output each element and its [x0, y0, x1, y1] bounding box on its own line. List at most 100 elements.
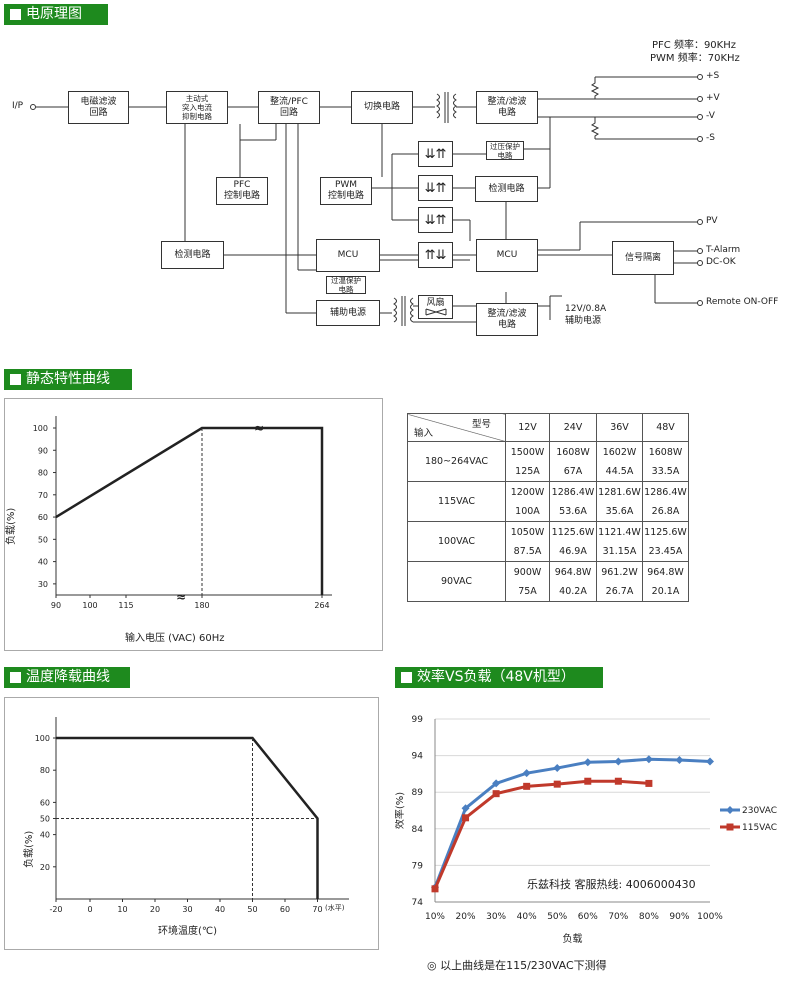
y-tick-label: 40 [40, 831, 50, 840]
signal-remote-on-off: Remote ON-OFF [706, 297, 779, 307]
x-tick-label: 115 [118, 601, 133, 610]
x-tick-label: 180 [194, 601, 209, 610]
table-corner-cell: 型号 输入 [407, 413, 506, 442]
x-tick-label: 10 [117, 905, 127, 914]
col-header: 48V [642, 413, 689, 442]
y-tick-label: 60 [40, 798, 50, 807]
x-tick-label: 70 [312, 905, 322, 914]
optocoupler-icon: ⇊⇈ [418, 141, 453, 167]
section-header-block-diagram: 电原理图 [4, 4, 108, 25]
optocoupler-icon: ⇊⇈ [418, 175, 453, 201]
mcu-primary-block: MCU [316, 239, 380, 272]
row-input-cell: 90VAC [407, 561, 506, 602]
x-tick-label: -20 [49, 905, 62, 914]
data-point [492, 779, 501, 788]
detect-out-block: 检测电路 [475, 176, 538, 202]
y-tick-label: 99 [412, 715, 424, 725]
y-tick-label: 20 [40, 863, 50, 872]
y-tick-label: 89 [412, 788, 424, 798]
otp-block: 过温保护 电路 [326, 276, 366, 294]
axis-break-icon: ≈ [254, 421, 264, 435]
table-cell: 1200W 100A [505, 481, 550, 522]
x-axis-title: 负载 [563, 932, 583, 945]
x-tick-label: 30% [486, 912, 506, 922]
section-title: 效率VS负载（48V机型） [417, 669, 575, 685]
cell-watts: 1281.6W [598, 486, 641, 498]
x-tick-label: 90 [51, 601, 61, 610]
block-diagram-wires [30, 74, 703, 326]
cell-amps: 75A [518, 585, 537, 597]
cell-amps: 31.15A [602, 545, 637, 557]
cell-watts: 1286.4W [551, 486, 595, 498]
data-point [553, 780, 561, 788]
load-curve [55, 426, 324, 595]
x-tick-label: 100% [697, 912, 723, 922]
cell-watts: 1200W [510, 486, 545, 498]
signal-isolation-block: 信号隔离 [612, 241, 674, 275]
switch-block: 切换电路 [351, 91, 413, 124]
cell-watts: 1125.6W [551, 526, 595, 538]
x-tick-label: 90% [669, 912, 689, 922]
inrush-limit-block: 主动式 突入电流 抑制电路 [166, 91, 228, 124]
ovp-block: 过压保护 电路 [486, 141, 524, 160]
cell-amps: 26.7A [605, 585, 634, 597]
y-tick-label: 80 [38, 469, 48, 478]
fan-block: 风扇 [418, 295, 453, 319]
optocoupler-icon: ⇈⇊ [418, 242, 453, 268]
block-diagram: PFC 频率：90KHz PWM 频率：70KHz I/P 电磁滤波 回路 主动… [0, 30, 785, 350]
x-tick-label: 60 [280, 905, 290, 914]
x-tick-label: 40% [517, 912, 537, 922]
fan-label: 风扇 [426, 297, 445, 308]
cell-amps: 44.5A [605, 465, 634, 477]
y-tick-label: 40 [38, 558, 48, 567]
cell-amps: 100A [515, 505, 540, 517]
col-header: 24V [549, 413, 597, 442]
x-tick-label: 20 [150, 905, 160, 914]
y-tick-label: 100 [33, 424, 48, 433]
row-input-cell: 115VAC [407, 481, 506, 522]
mcu-secondary-block: MCU [476, 239, 538, 272]
cell-amps: 33.5A [651, 465, 680, 477]
data-point [461, 804, 470, 813]
cell-amps: 87.5A [513, 545, 542, 557]
detect-in-block: 检测电路 [161, 241, 224, 269]
pwm-control-block: PWM 控制电路 [320, 177, 372, 205]
header-square-icon [10, 374, 21, 385]
rect-filter-aux-block: 整流/滤波 电路 [476, 303, 538, 336]
derating-curve [56, 736, 319, 899]
y-tick-label: 30 [38, 580, 48, 589]
legend-label: 115VAC [742, 823, 777, 833]
section-header-efficiency-curve: 效率VS负载（48V机型） [395, 667, 603, 688]
cell-amps: 67A [563, 465, 583, 477]
y-tick-label: 100 [35, 734, 50, 743]
x-tick-label: 60% [578, 912, 598, 922]
derating-chart-frame [4, 697, 379, 950]
rect-pfc-block: 整流/PFC 回路 [258, 91, 320, 124]
x-tick-label: 70% [608, 912, 628, 922]
series-line-230VAC [433, 757, 711, 888]
series-line-115VAC [433, 779, 649, 890]
row-input-cell: 100VAC [407, 521, 506, 562]
cell-amps: 23.45A [648, 545, 683, 557]
output-plus-s: +S [706, 71, 720, 81]
section-title: 静态特性曲线 [26, 371, 110, 387]
table-header-row: 型号 输入 12V 24V 36V 48V [407, 413, 689, 442]
x-tick-label: 100 [82, 601, 97, 610]
pfc-frequency: PFC 频率：90KHz [652, 40, 736, 51]
data-point [553, 764, 562, 773]
signal-pv: PV [706, 216, 718, 226]
data-point [584, 777, 592, 785]
cell-watts: 1050W [510, 526, 545, 538]
y-tick-label: 70 [38, 491, 48, 500]
data-point [675, 755, 684, 764]
x-tick-label: 80% [639, 912, 659, 922]
